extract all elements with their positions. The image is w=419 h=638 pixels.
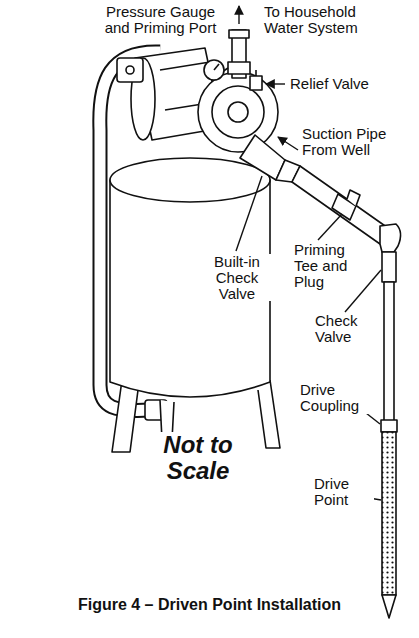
suction-pipe	[292, 166, 388, 244]
callout-label: Suction Pipe From Well	[300, 126, 412, 158]
callout-label: Priming Tee and Plug	[292, 242, 362, 289]
callout-label: Drive Point	[312, 476, 374, 508]
figure-caption: Figure 4 – Driven Point Installation	[0, 596, 419, 614]
drive-point-tip	[382, 595, 396, 618]
callout-label: Relief Valve	[288, 76, 403, 92]
callout-label: Pressure Gauge and Priming Port	[98, 4, 223, 36]
callout-label: To Household Water System	[262, 4, 382, 36]
junction-box	[117, 58, 143, 82]
check-valve	[382, 252, 396, 282]
relief-valve	[250, 76, 262, 90]
drive-point-screen	[382, 432, 396, 595]
callout-label: Built-in Check Valve	[200, 254, 274, 301]
well-pipe	[384, 282, 394, 422]
pressure-gauge	[204, 60, 224, 80]
callout-label: Check Valve	[313, 313, 375, 345]
drive-coupling	[381, 420, 397, 432]
callout-label: Drive Coupling	[298, 382, 382, 414]
scale-note: Not to Scale	[156, 432, 240, 485]
elbow	[380, 224, 401, 252]
